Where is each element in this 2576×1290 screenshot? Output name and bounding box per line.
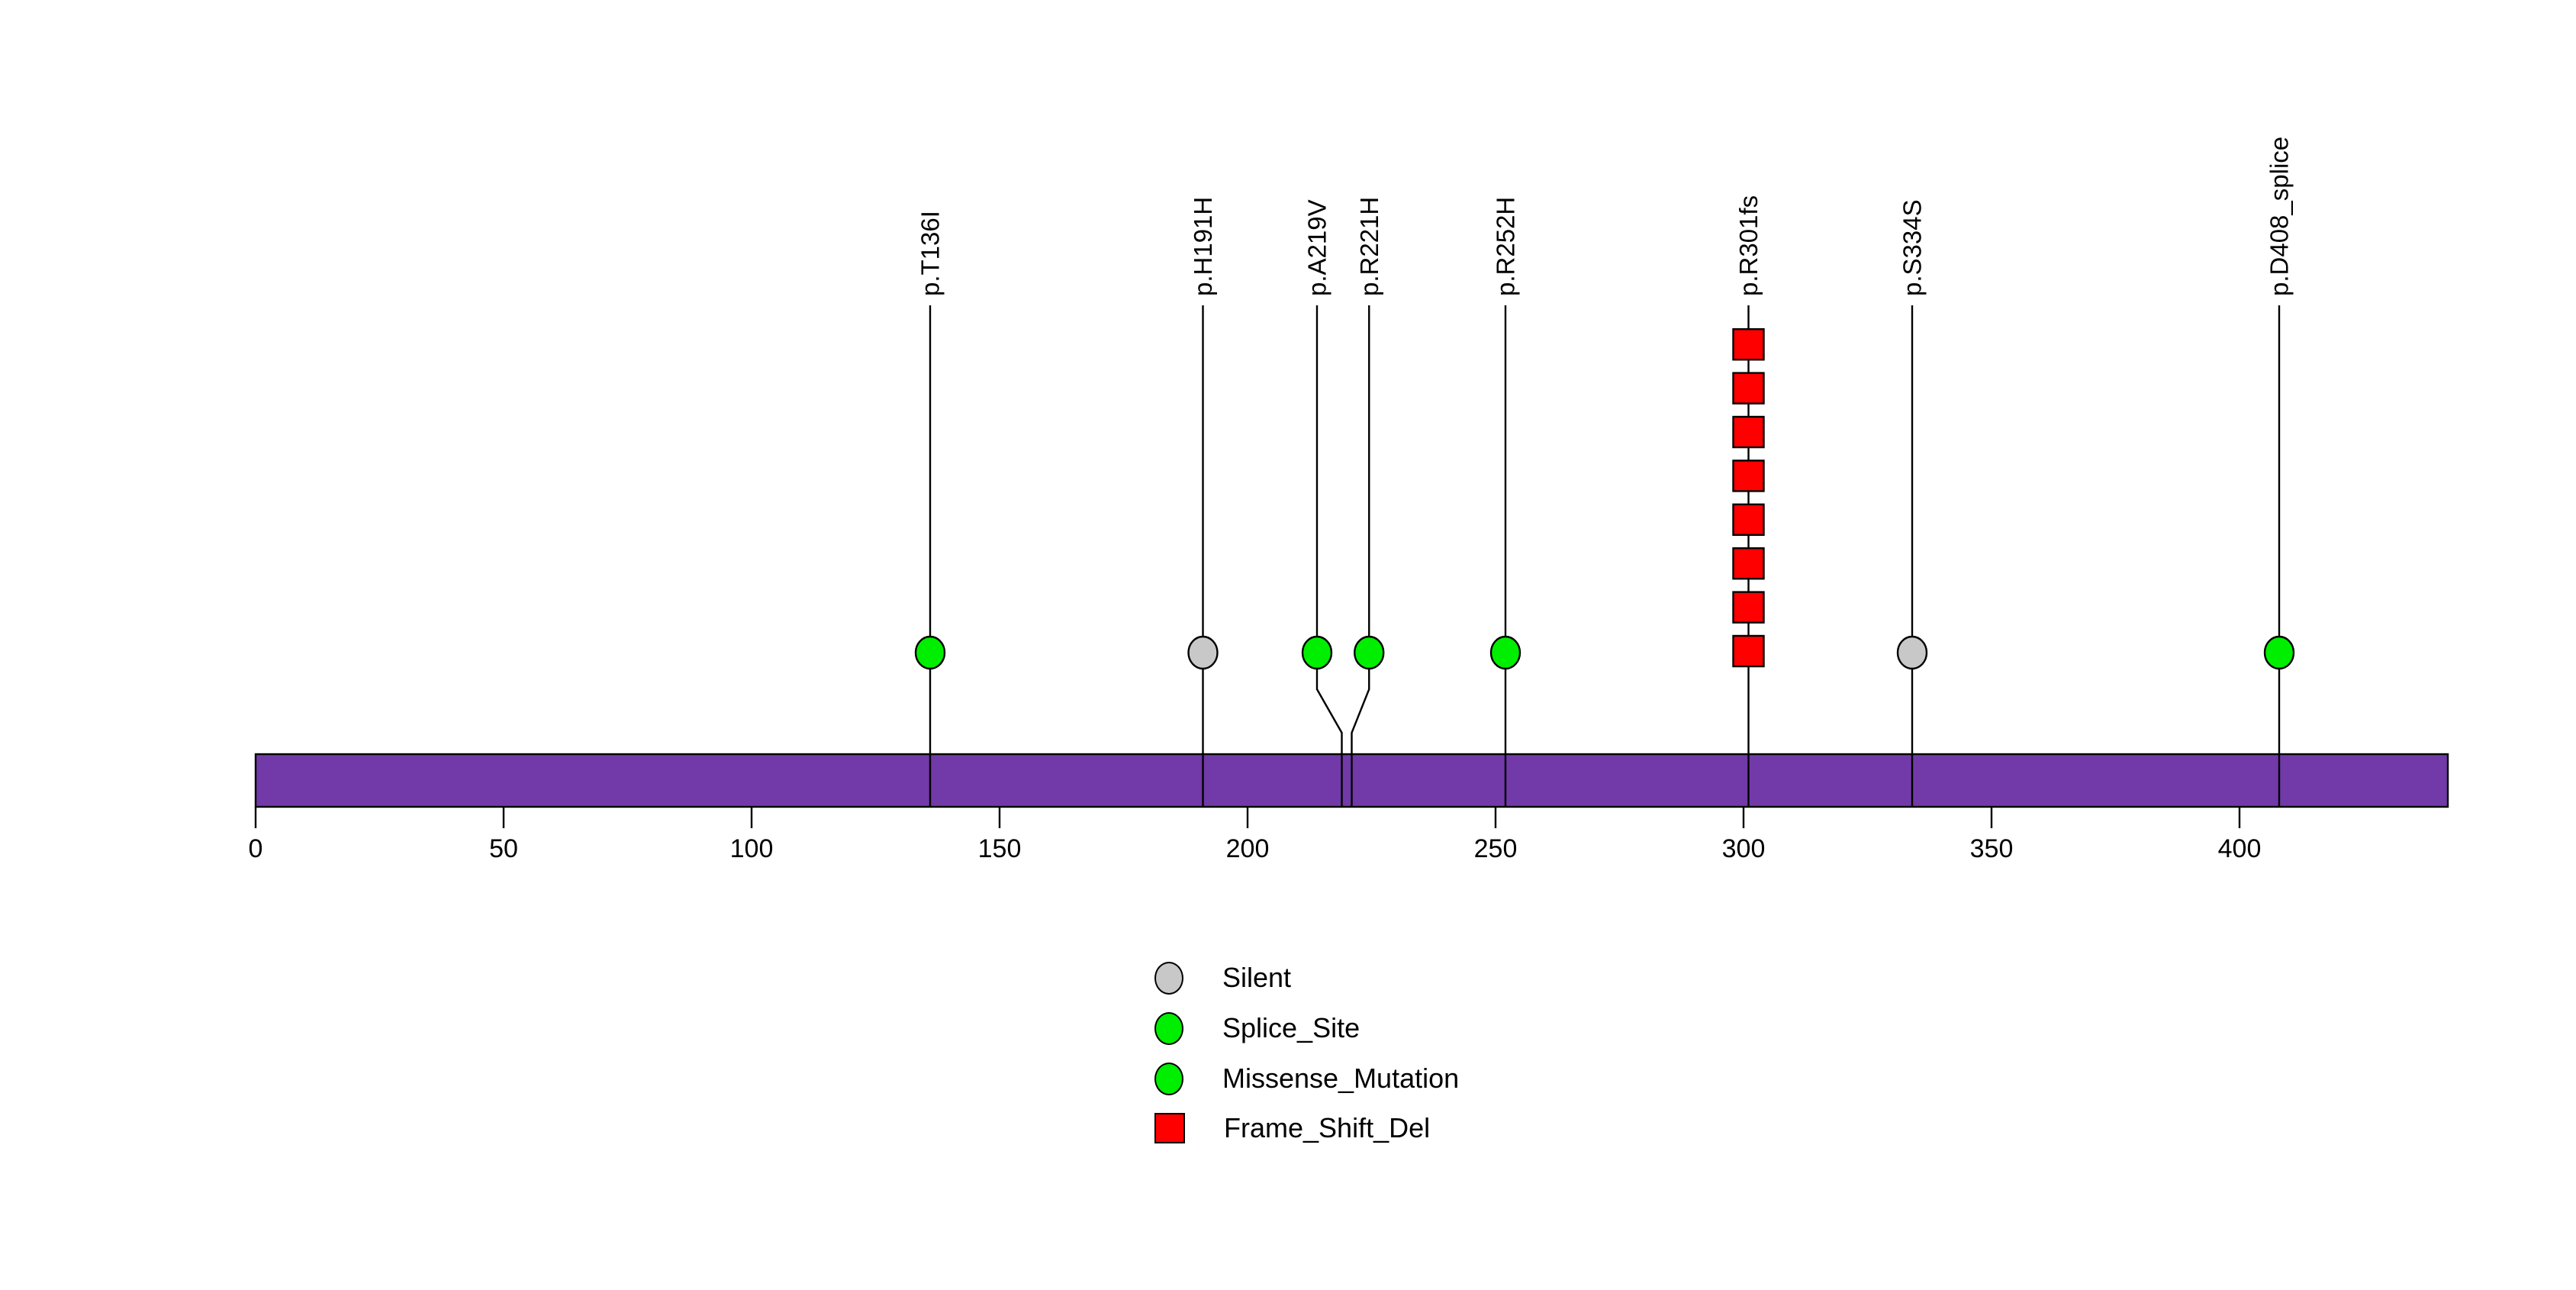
mutation-label: p.D408_splice bbox=[2265, 137, 2294, 296]
mutation-label: p.H191H bbox=[1189, 197, 1217, 296]
legend-item: Silent bbox=[1154, 961, 1291, 995]
mutation-marker-square bbox=[1732, 372, 1765, 405]
mutation-marker-circle bbox=[1489, 635, 1521, 670]
axis-tick-label: 150 bbox=[978, 834, 1022, 863]
mutation-label: p.A219V bbox=[1303, 199, 1331, 296]
mutation-stem bbox=[1351, 305, 1370, 807]
axis-tick-label: 250 bbox=[1474, 834, 1518, 863]
axis-tick-label: 50 bbox=[489, 834, 518, 863]
mutation-label: p.R221H bbox=[1355, 197, 1383, 296]
mutation-label: p.R252H bbox=[1492, 197, 1520, 296]
mutation-marker-circle bbox=[1354, 635, 1385, 670]
legend-item-label: Frame_Shift_Del bbox=[1224, 1112, 1431, 1143]
mutation-stem bbox=[1315, 305, 1343, 807]
axis-tick-label: 350 bbox=[1970, 834, 2014, 863]
mutation-marker-circle bbox=[2263, 635, 2295, 670]
legend-item: Missense_Mutation bbox=[1154, 1062, 1459, 1095]
splice-site-circle-icon bbox=[1154, 1011, 1183, 1045]
mutation-marker-circle bbox=[1896, 635, 1928, 670]
mutation-marker-square bbox=[1732, 503, 1765, 536]
mutation-marker-square bbox=[1732, 547, 1765, 580]
axis-tick-label: 200 bbox=[1226, 834, 1270, 863]
axis-tick-label: 400 bbox=[2218, 834, 2262, 863]
axis-tick-label: 100 bbox=[730, 834, 774, 863]
mutation-marker-circle bbox=[914, 635, 946, 670]
mutation-marker-circle bbox=[1301, 635, 1333, 670]
mutation-marker-square bbox=[1732, 328, 1765, 361]
legend-item-label: Silent bbox=[1222, 962, 1292, 993]
mutation-marker-square bbox=[1732, 415, 1765, 449]
mutation-label: p.S334S bbox=[1898, 199, 1927, 296]
mutation-label: p.R301fs bbox=[1734, 195, 1763, 296]
silent-circle-icon bbox=[1154, 961, 1183, 995]
mutation-marker-square bbox=[1732, 460, 1765, 492]
mutation-marker-square bbox=[1732, 634, 1765, 668]
frame-shift-del-square-icon bbox=[1154, 1113, 1185, 1143]
mutation-label: p.T136I bbox=[916, 211, 945, 296]
legend-item: Splice_Site bbox=[1154, 1011, 1360, 1045]
legend-item-label: Missense_Mutation bbox=[1222, 1063, 1460, 1094]
mutation-marker-circle bbox=[1187, 635, 1219, 670]
mutation-marker-square bbox=[1732, 591, 1765, 624]
missense-circle-icon bbox=[1154, 1062, 1183, 1095]
axis-tick-label: 300 bbox=[1722, 834, 1766, 863]
legend-item: Frame_Shift_Del bbox=[1154, 1111, 1430, 1145]
legend-item-label: Splice_Site bbox=[1222, 1012, 1360, 1043]
axis-tick-label: 0 bbox=[249, 834, 263, 863]
